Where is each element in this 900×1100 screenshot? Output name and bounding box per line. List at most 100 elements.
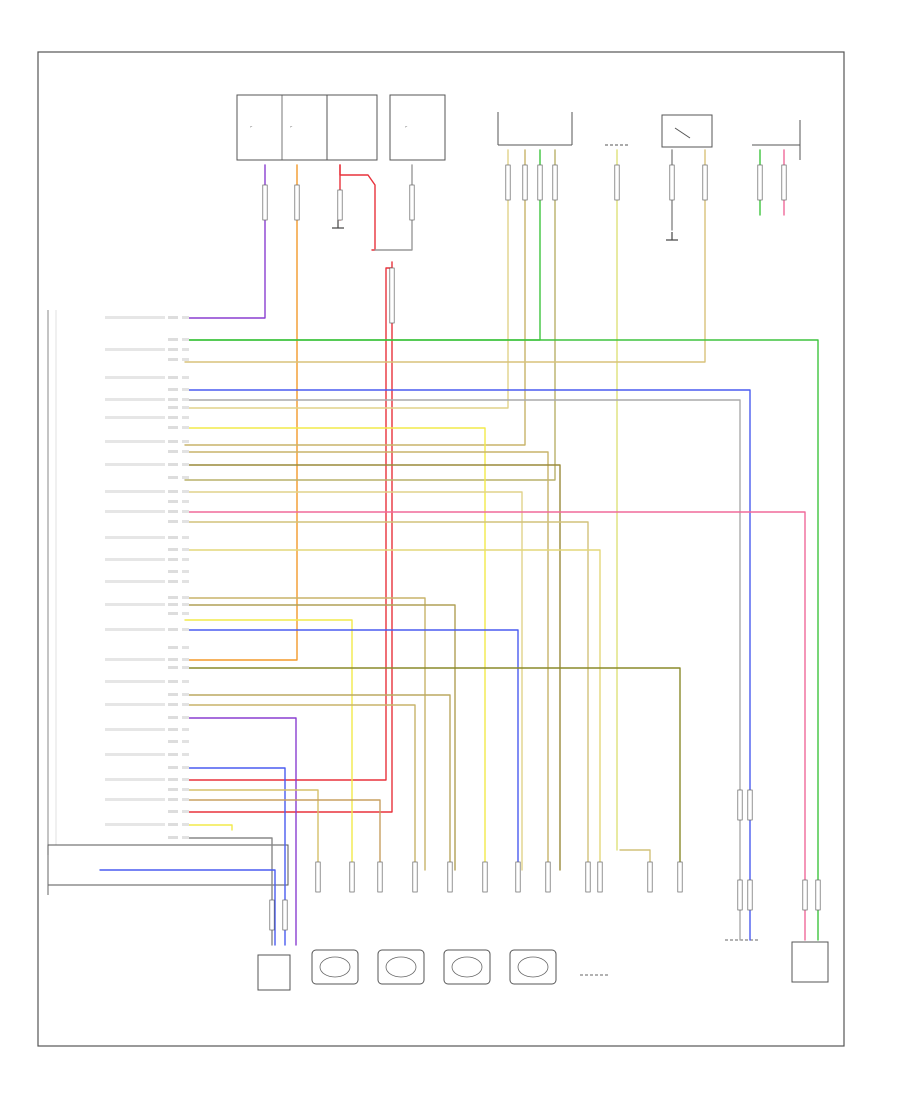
wire-connector	[647, 861, 653, 893]
control-module-box	[47, 844, 289, 886]
wire-connector	[737, 879, 743, 911]
pin-number-mark	[182, 358, 189, 361]
bottom-component-1	[311, 949, 359, 985]
switch-box	[661, 114, 713, 148]
wire-yellow-1	[184, 427, 486, 871]
pin-number-mark	[182, 476, 189, 479]
wire-khaki-2	[184, 491, 523, 871]
wire-connector	[482, 861, 488, 893]
wire-connector	[545, 861, 551, 893]
wire-connector	[737, 789, 743, 821]
pin-function-mark	[105, 753, 165, 756]
pin-label-mark	[168, 836, 178, 839]
pin-number-mark	[182, 558, 189, 561]
wire-connector	[262, 184, 268, 221]
wire-connector	[505, 164, 511, 201]
pin-function-mark	[105, 510, 165, 513]
wire-connector	[522, 164, 528, 201]
pin-label-mark	[168, 500, 178, 503]
pin-label-mark	[168, 766, 178, 769]
pin-number-mark	[182, 348, 189, 351]
pin-label-mark	[168, 440, 178, 443]
pin-number-mark	[182, 548, 189, 551]
pin-number-mark	[182, 810, 189, 813]
wire-connector	[552, 164, 558, 201]
wire-blue-4	[99, 869, 276, 946]
wire-connector	[677, 861, 683, 893]
pin-number-mark	[182, 376, 189, 379]
pin-number-mark	[182, 658, 189, 661]
wire-connector	[757, 164, 763, 201]
pin-number-mark	[182, 740, 189, 743]
pin-function-mark	[105, 463, 165, 466]
pin-label-mark	[168, 628, 178, 631]
wire-connector	[412, 861, 418, 893]
wire-connector	[337, 189, 343, 221]
pin-label-mark	[168, 520, 178, 523]
wire-tan-10	[619, 849, 651, 871]
pin-label-mark	[168, 823, 178, 826]
pin-number-mark	[182, 603, 189, 606]
pin-function-mark	[105, 680, 165, 683]
pin-number-mark	[182, 440, 189, 443]
wire-blue-2	[184, 629, 519, 871]
wire-tan-7	[184, 704, 416, 871]
wire-gray-long	[184, 399, 741, 941]
pin-number-mark	[182, 490, 189, 493]
wire-violet-1	[184, 164, 266, 319]
pin-number-mark	[182, 450, 189, 453]
fuse-box-right	[389, 94, 446, 161]
diagram-frame	[37, 51, 845, 1047]
pin-label-mark	[168, 416, 178, 419]
pin-function-mark	[105, 628, 165, 631]
wire-olive-3	[184, 667, 681, 871]
pin-label-mark	[168, 753, 178, 756]
wire-orange-1	[184, 164, 298, 661]
pin-label-mark	[168, 316, 178, 319]
pin-number-mark	[182, 666, 189, 669]
wire-connector	[389, 267, 395, 324]
pin-label-mark	[168, 338, 178, 341]
pin-label-mark	[168, 450, 178, 453]
wire-connector	[815, 879, 821, 911]
pin-function-mark	[105, 778, 165, 781]
pin-label-mark	[168, 646, 178, 649]
pin-number-mark	[182, 823, 189, 826]
wire-tan-1	[184, 149, 526, 446]
pin-label-mark	[168, 728, 178, 731]
pin-number-mark	[182, 510, 189, 513]
wire-red-branch	[184, 267, 393, 781]
wire-khaki-3	[184, 549, 601, 871]
wire-connector	[409, 184, 415, 221]
pin-function-mark	[105, 703, 165, 706]
wire-pink-long	[184, 511, 806, 941]
pin-function-mark	[105, 416, 165, 419]
pin-label-layer	[105, 316, 178, 839]
ground-icon	[332, 220, 344, 229]
pin-function-mark	[105, 376, 165, 379]
wire-gray-link	[374, 164, 413, 251]
wire-tan-6	[184, 597, 426, 871]
pin-label-mark	[168, 510, 178, 513]
wire-connector	[781, 164, 787, 201]
pin-label-mark	[168, 476, 178, 479]
wire-red-main	[184, 261, 393, 813]
pin-number-mark	[182, 766, 189, 769]
pin-label-mark	[168, 680, 178, 683]
wire-yellow-2	[184, 619, 353, 871]
wire-connector	[282, 899, 288, 931]
wire-tan-3	[184, 149, 706, 363]
pin-label-mark	[168, 778, 178, 781]
pin-number-mark	[182, 500, 189, 503]
pin-number-mark	[182, 836, 189, 839]
pin-label-mark	[168, 358, 178, 361]
pin-label-mark	[168, 348, 178, 351]
pin-number-mark	[182, 398, 189, 401]
wire-connector	[614, 164, 620, 201]
pin-function-mark	[105, 798, 165, 801]
wire-yellow-3	[184, 824, 233, 831]
svg-text:⌐: ⌐	[250, 124, 253, 129]
pin-number-layer	[182, 316, 189, 839]
pin-number-mark	[182, 753, 189, 756]
pin-label-mark	[168, 810, 178, 813]
